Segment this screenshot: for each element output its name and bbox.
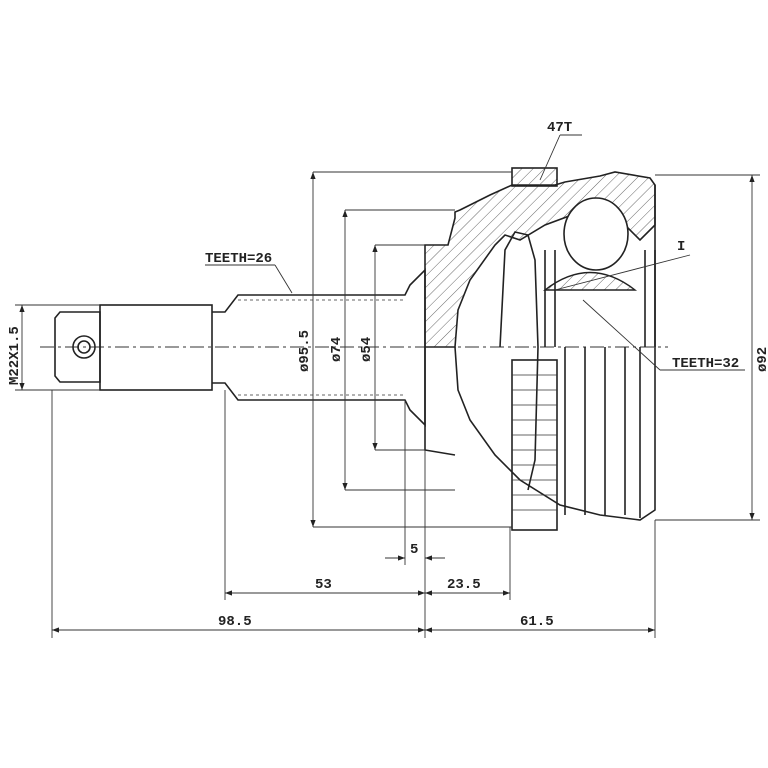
dim-dia-74: ø74 (329, 337, 345, 362)
dim-thread-m22: M22X1.5 (7, 326, 23, 385)
vertical-dimensions: ø95.5 ø74 ø54 ø92 M22X1.5 (7, 171, 768, 528)
dim-dia-95-5: ø95.5 (297, 330, 313, 372)
ball (563, 197, 629, 271)
dim-53: 53 (315, 577, 332, 593)
outer-housing (424, 167, 656, 531)
dim-dia-54: ø54 (359, 337, 375, 362)
label-47t: 47T (547, 120, 572, 136)
label-teeth-32: TEETH=32 (672, 356, 739, 372)
abs-ring-tooth (511, 167, 558, 187)
label-detail-i: I (677, 239, 685, 255)
dim-61-5: 61.5 (520, 614, 554, 630)
dim-98-5: 98.5 (218, 614, 252, 630)
abs-ring (511, 359, 558, 531)
dim-dia-92: ø92 (755, 347, 768, 372)
dim-5: 5 (410, 542, 418, 558)
horizontal-dimensions: 5 53 23.5 98.5 61.5 (51, 390, 656, 638)
dim-23-5: 23.5 (447, 577, 481, 593)
label-teeth-26: TEETH=26 (205, 251, 272, 267)
